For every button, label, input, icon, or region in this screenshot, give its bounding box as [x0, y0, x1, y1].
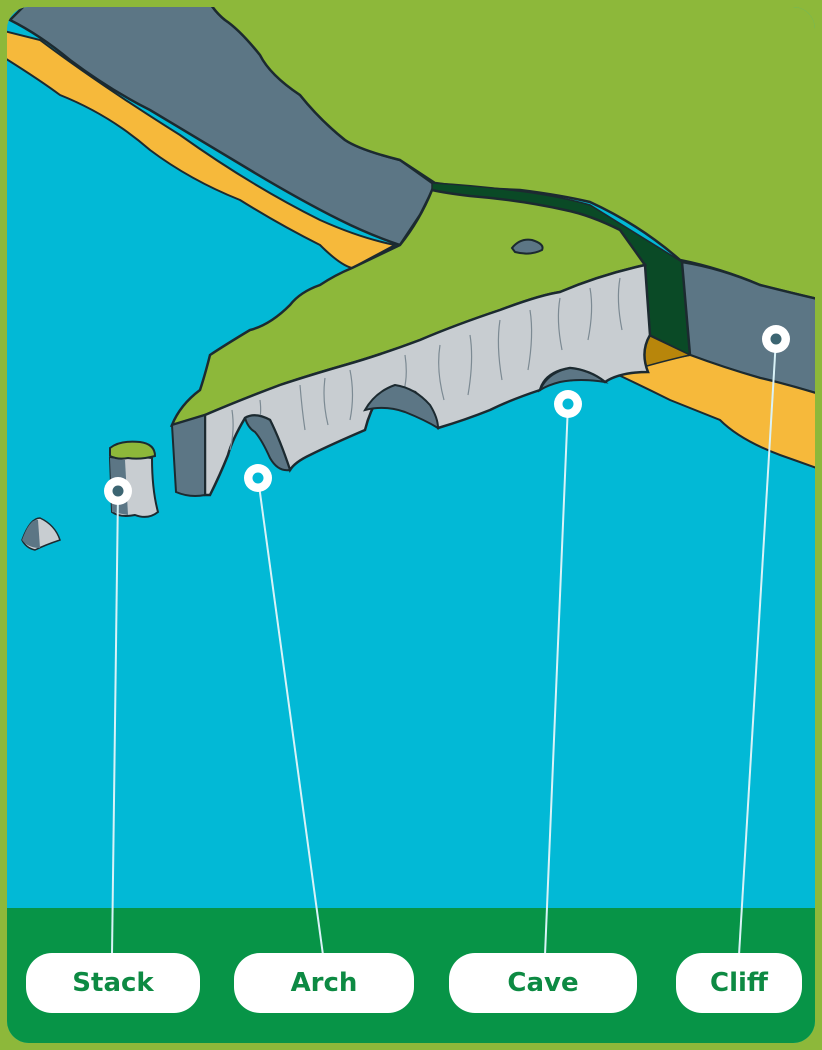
chalk-streaks — [229, 277, 623, 451]
beach-upper-left — [7, 28, 398, 270]
arch-leader-line — [257, 477, 324, 956]
rock-on-grass — [510, 238, 544, 255]
cave-label-button[interactable]: Cave — [449, 953, 637, 1013]
stump-shadow — [22, 519, 40, 548]
leader-lines — [111, 338, 777, 956]
cave-marker-icon — [554, 390, 582, 418]
stack-grass — [109, 440, 157, 460]
headland-wall — [170, 413, 206, 497]
stack-label-button[interactable]: Stack — [26, 953, 200, 1013]
stack-label-text: Stack — [72, 968, 154, 998]
arch-opening-left — [243, 414, 292, 472]
cave-opening — [537, 366, 609, 393]
cliff-marker-icon — [762, 325, 790, 353]
arch-label-text: Arch — [290, 968, 358, 998]
cave-leader-line — [544, 403, 569, 956]
cave-label-text: Cave — [507, 968, 579, 998]
stack-marker-icon — [104, 477, 132, 505]
cliff-label-button[interactable]: Cliff — [676, 953, 802, 1013]
arch-marker-icon — [244, 464, 272, 492]
stack-leader-line — [111, 491, 119, 956]
cliff-label-text: Cliff — [710, 968, 768, 998]
arch-label-button[interactable]: Arch — [234, 953, 414, 1013]
cliff-leader-line — [738, 338, 777, 956]
arch-opening-middle — [363, 383, 440, 430]
